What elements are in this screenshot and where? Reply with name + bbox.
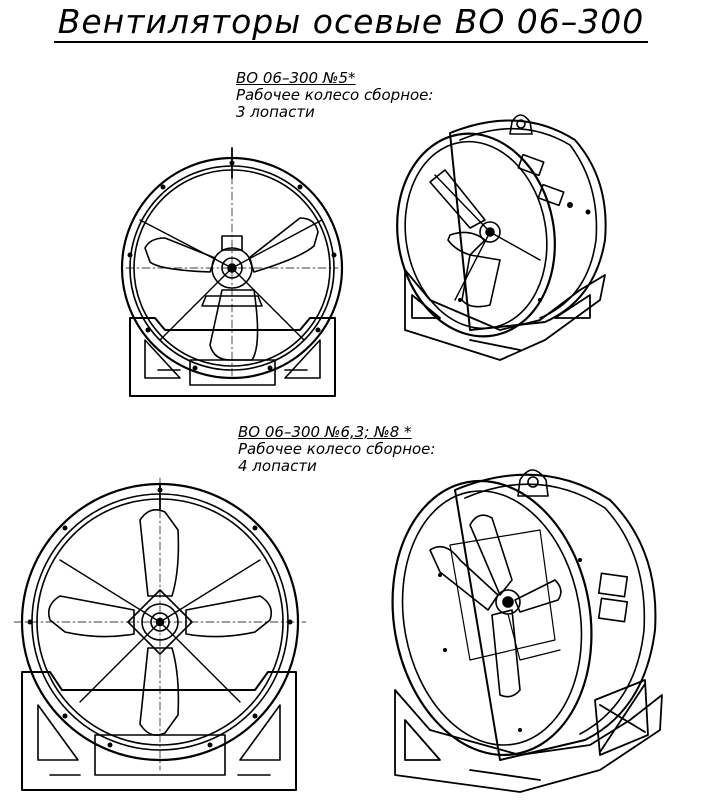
- model-label: ВО 06–300 №6,3; №8 *: [238, 423, 412, 441]
- impeller-label: Рабочее колесо сборное:: [238, 440, 436, 458]
- impeller-blades: [429, 514, 562, 698]
- hub: [127, 589, 193, 655]
- fan-4-blades-front-view: [13, 477, 307, 791]
- ring-bolts: [27, 487, 293, 748]
- fan-4-blades-iso-view: [391, 469, 663, 793]
- caption-fan-4-blades: ВО 06–300 №6,3; №8 * Рабочее колесо сбор…: [238, 424, 435, 475]
- model-label: ВО 06–300 №5*: [236, 69, 356, 87]
- stand: [21, 671, 297, 791]
- caption-fan-3-blades: ВО 06–300 №5* Рабочее колесо сборное: 3 …: [236, 70, 433, 121]
- blades-label: 4 лопасти: [238, 457, 317, 475]
- impeller-blades: [47, 509, 273, 736]
- ring-bolts: [127, 160, 337, 371]
- fan-3-blades-front-view: [120, 147, 344, 397]
- fan-3-blades-iso-view: [396, 114, 607, 361]
- impeller-blades: [144, 217, 319, 361]
- impeller-label: Рабочее колесо сборное:: [236, 86, 434, 104]
- page-title-text: Вентиляторы осевые ВО 06–300: [53, 2, 649, 43]
- blades-label: 3 лопасти: [236, 103, 315, 121]
- hub: [201, 235, 263, 307]
- stand: [129, 317, 336, 397]
- page-title: Вентиляторы осевые ВО 06–300: [0, 0, 702, 44]
